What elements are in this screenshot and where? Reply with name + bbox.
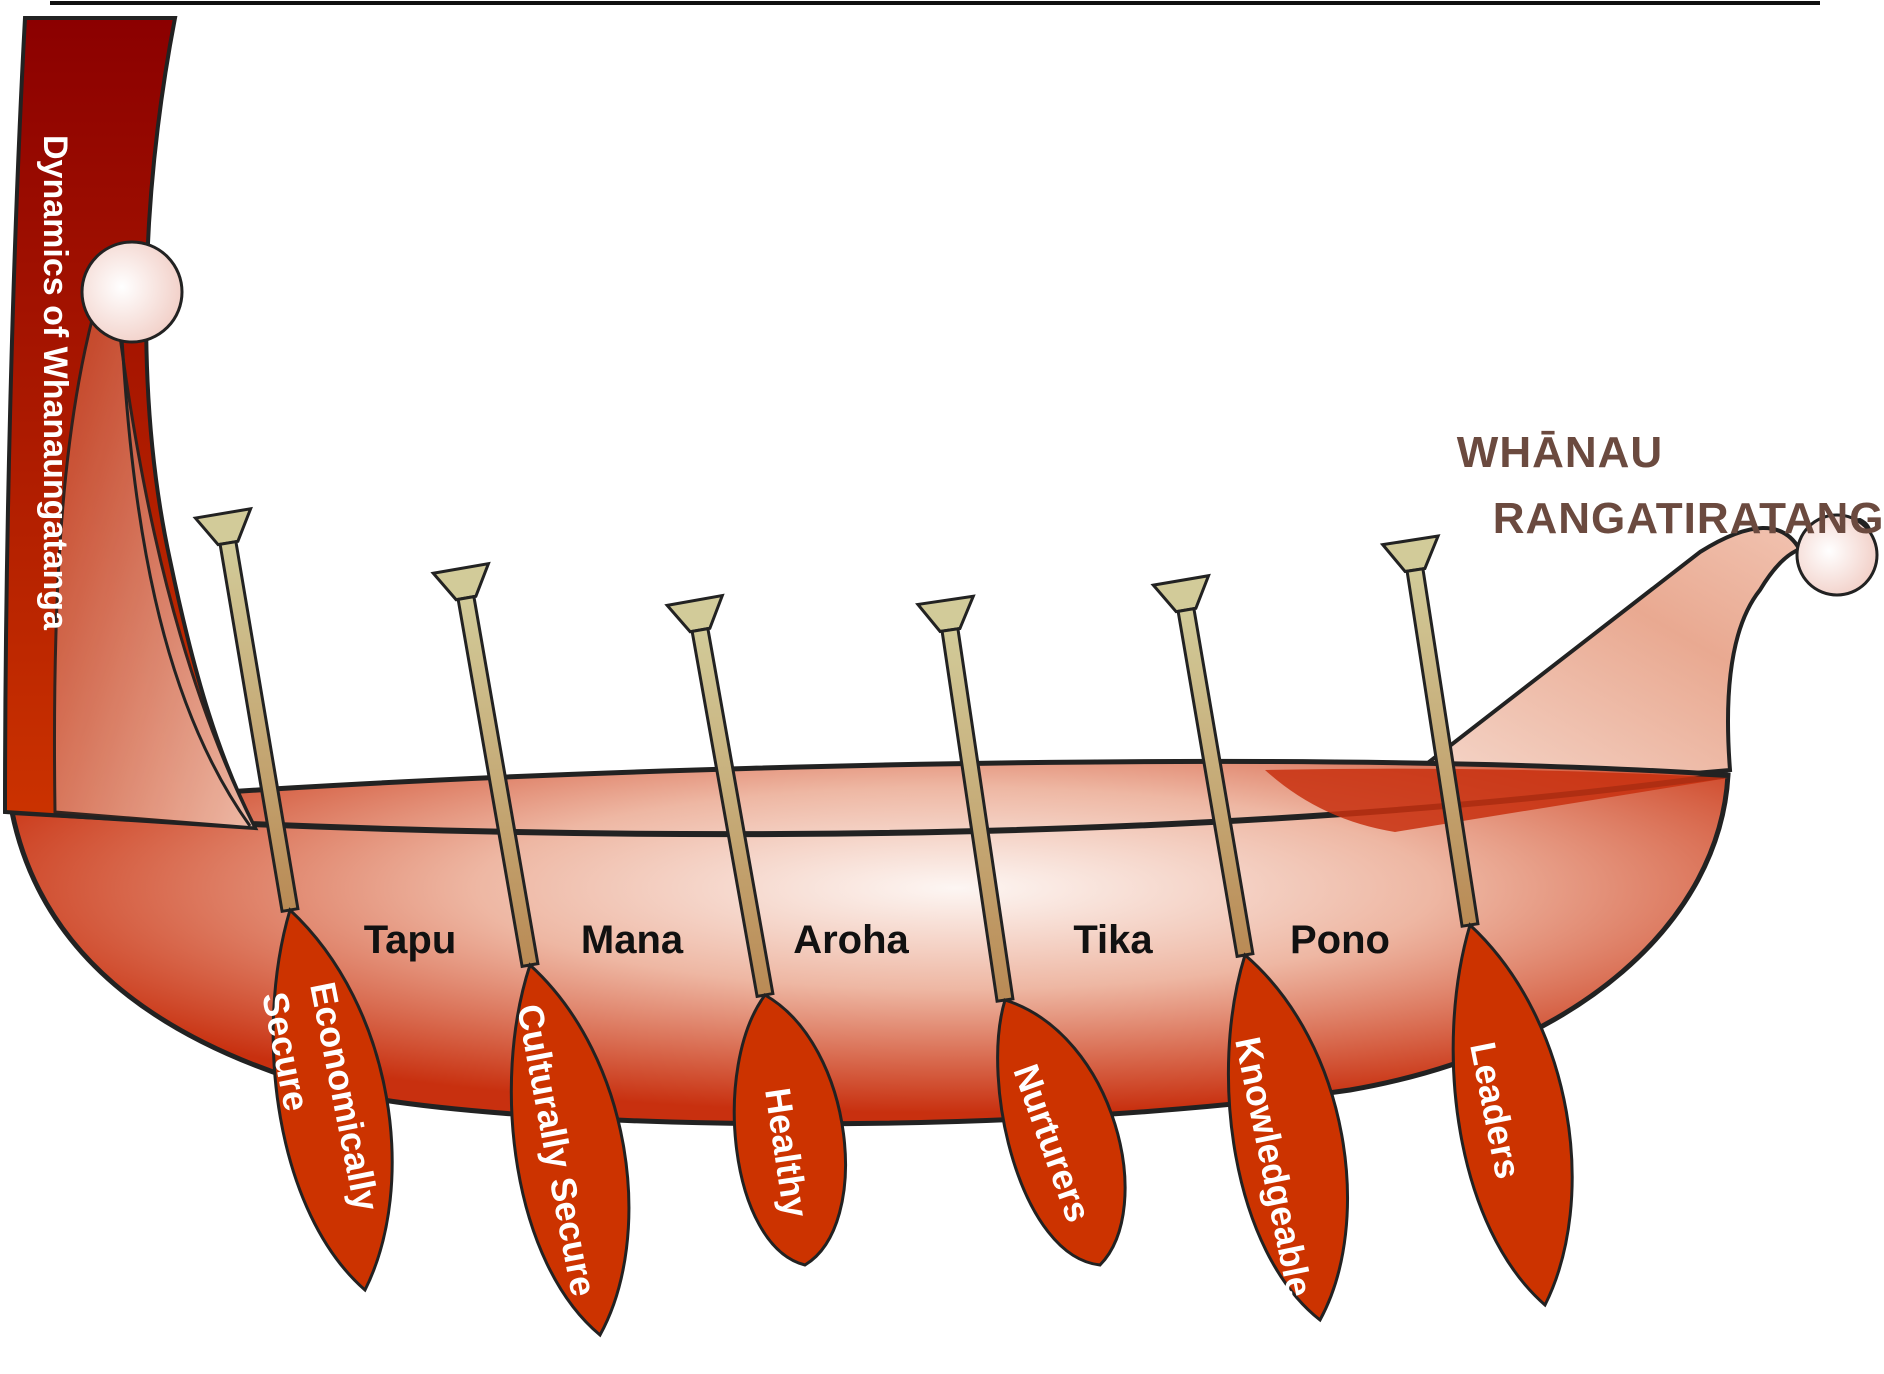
title-line-2: RANGATIRATANGA <box>1493 494 1884 543</box>
paddle-handle <box>1153 576 1208 612</box>
title-line-1: WHĀNAU <box>1457 428 1663 477</box>
paddle-handle <box>1383 536 1438 571</box>
paddle-handle <box>918 596 973 631</box>
paddle-handle <box>667 596 722 632</box>
value-label-tika: Tika <box>1073 918 1153 962</box>
prow-knob <box>82 242 182 342</box>
prow-label: Dynamics of Whanaungatanga <box>36 135 74 631</box>
value-label-tapu: Tapu <box>364 918 457 962</box>
value-label-pono: Pono <box>1290 918 1390 962</box>
value-label-mana: Mana <box>581 918 684 962</box>
paddle-handle <box>433 564 488 600</box>
value-label-aroha: Aroha <box>793 918 909 962</box>
paddle-handle <box>195 509 250 545</box>
